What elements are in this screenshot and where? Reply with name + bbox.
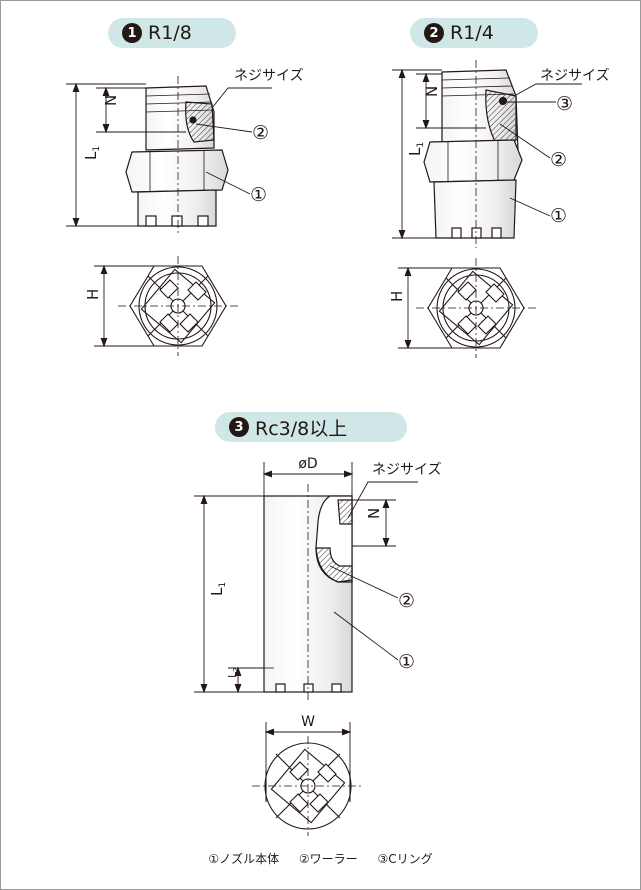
parts-legend: ①ノズル本体 ②ワーラー ③Cリング — [0, 850, 641, 867]
figure-3-side-view — [263, 484, 353, 702]
legend-item-nozzle-body: ①ノズル本体 — [208, 852, 280, 866]
figure-3-L1-label: L1 — [208, 582, 228, 596]
figure-1-title: 1 R1/8 — [108, 18, 236, 48]
figure-3-thread-size-callout: ネジサイズ — [372, 462, 442, 478]
figure-2-part-2-callout: ② — [550, 149, 567, 171]
legend-item-whirler: ②ワーラー — [298, 852, 358, 866]
figure-2-thread-size-callout: ネジサイズ — [540, 68, 610, 84]
figure-3-L2-label: L2 — [226, 667, 240, 678]
figure-2-title: 2 R1/4 — [410, 18, 538, 48]
figure-1-thread-size-callout: ネジサイズ — [234, 68, 304, 84]
figure-3-part-2-callout: ② — [398, 590, 415, 612]
figure-1-N-label: N — [102, 95, 120, 106]
figure-1-H-dimension — [94, 264, 154, 348]
figure-2-dimensions — [392, 68, 582, 240]
figure-3-part-1-callout: ① — [398, 651, 415, 673]
figure-2-N-label: N — [423, 86, 441, 97]
figure-2-side-view — [423, 60, 523, 248]
legend-item-c-ring: ③Cリング — [377, 852, 433, 866]
figure-1-L1-label: L1 — [82, 146, 102, 160]
figure-3-label: Rc3/8以上 — [255, 417, 348, 440]
figure-3-dimensions — [194, 462, 418, 694]
figure-3-N-label: N — [365, 508, 383, 519]
figure-2-part-3-callout: ③ — [556, 93, 573, 115]
figure-1-bottom-view — [118, 256, 238, 356]
figure-1-label: R1/8 — [148, 22, 192, 44]
figure-2-H-dimension — [398, 266, 452, 350]
figure-1-H-label: H — [84, 289, 102, 300]
figure-1-dimensions — [66, 82, 272, 228]
figure-2-L1-label: L1 — [406, 142, 426, 156]
figure-3-D-label: øD — [298, 456, 317, 472]
figure-3-number: 3 — [229, 417, 249, 437]
figure-1-number: 1 — [122, 23, 142, 43]
figure-2-part-1-callout: ① — [550, 205, 567, 227]
figure-1-part-2-callout: ② — [252, 122, 269, 144]
figure-3-title: 3 Rc3/8以上 — [215, 412, 407, 442]
figure-2-H-label: H — [388, 291, 406, 302]
figure-1-side-view — [125, 76, 229, 236]
figure-2-bottom-view — [416, 258, 536, 358]
figure-1-part-1-callout: ① — [250, 184, 267, 206]
figure-2-label: R1/4 — [450, 22, 494, 44]
figure-3-W-label: W — [301, 714, 315, 730]
figure-2-number: 2 — [424, 23, 444, 43]
figure-3-bottom-view — [252, 736, 364, 836]
figure-3-W-dimension — [264, 722, 352, 770]
